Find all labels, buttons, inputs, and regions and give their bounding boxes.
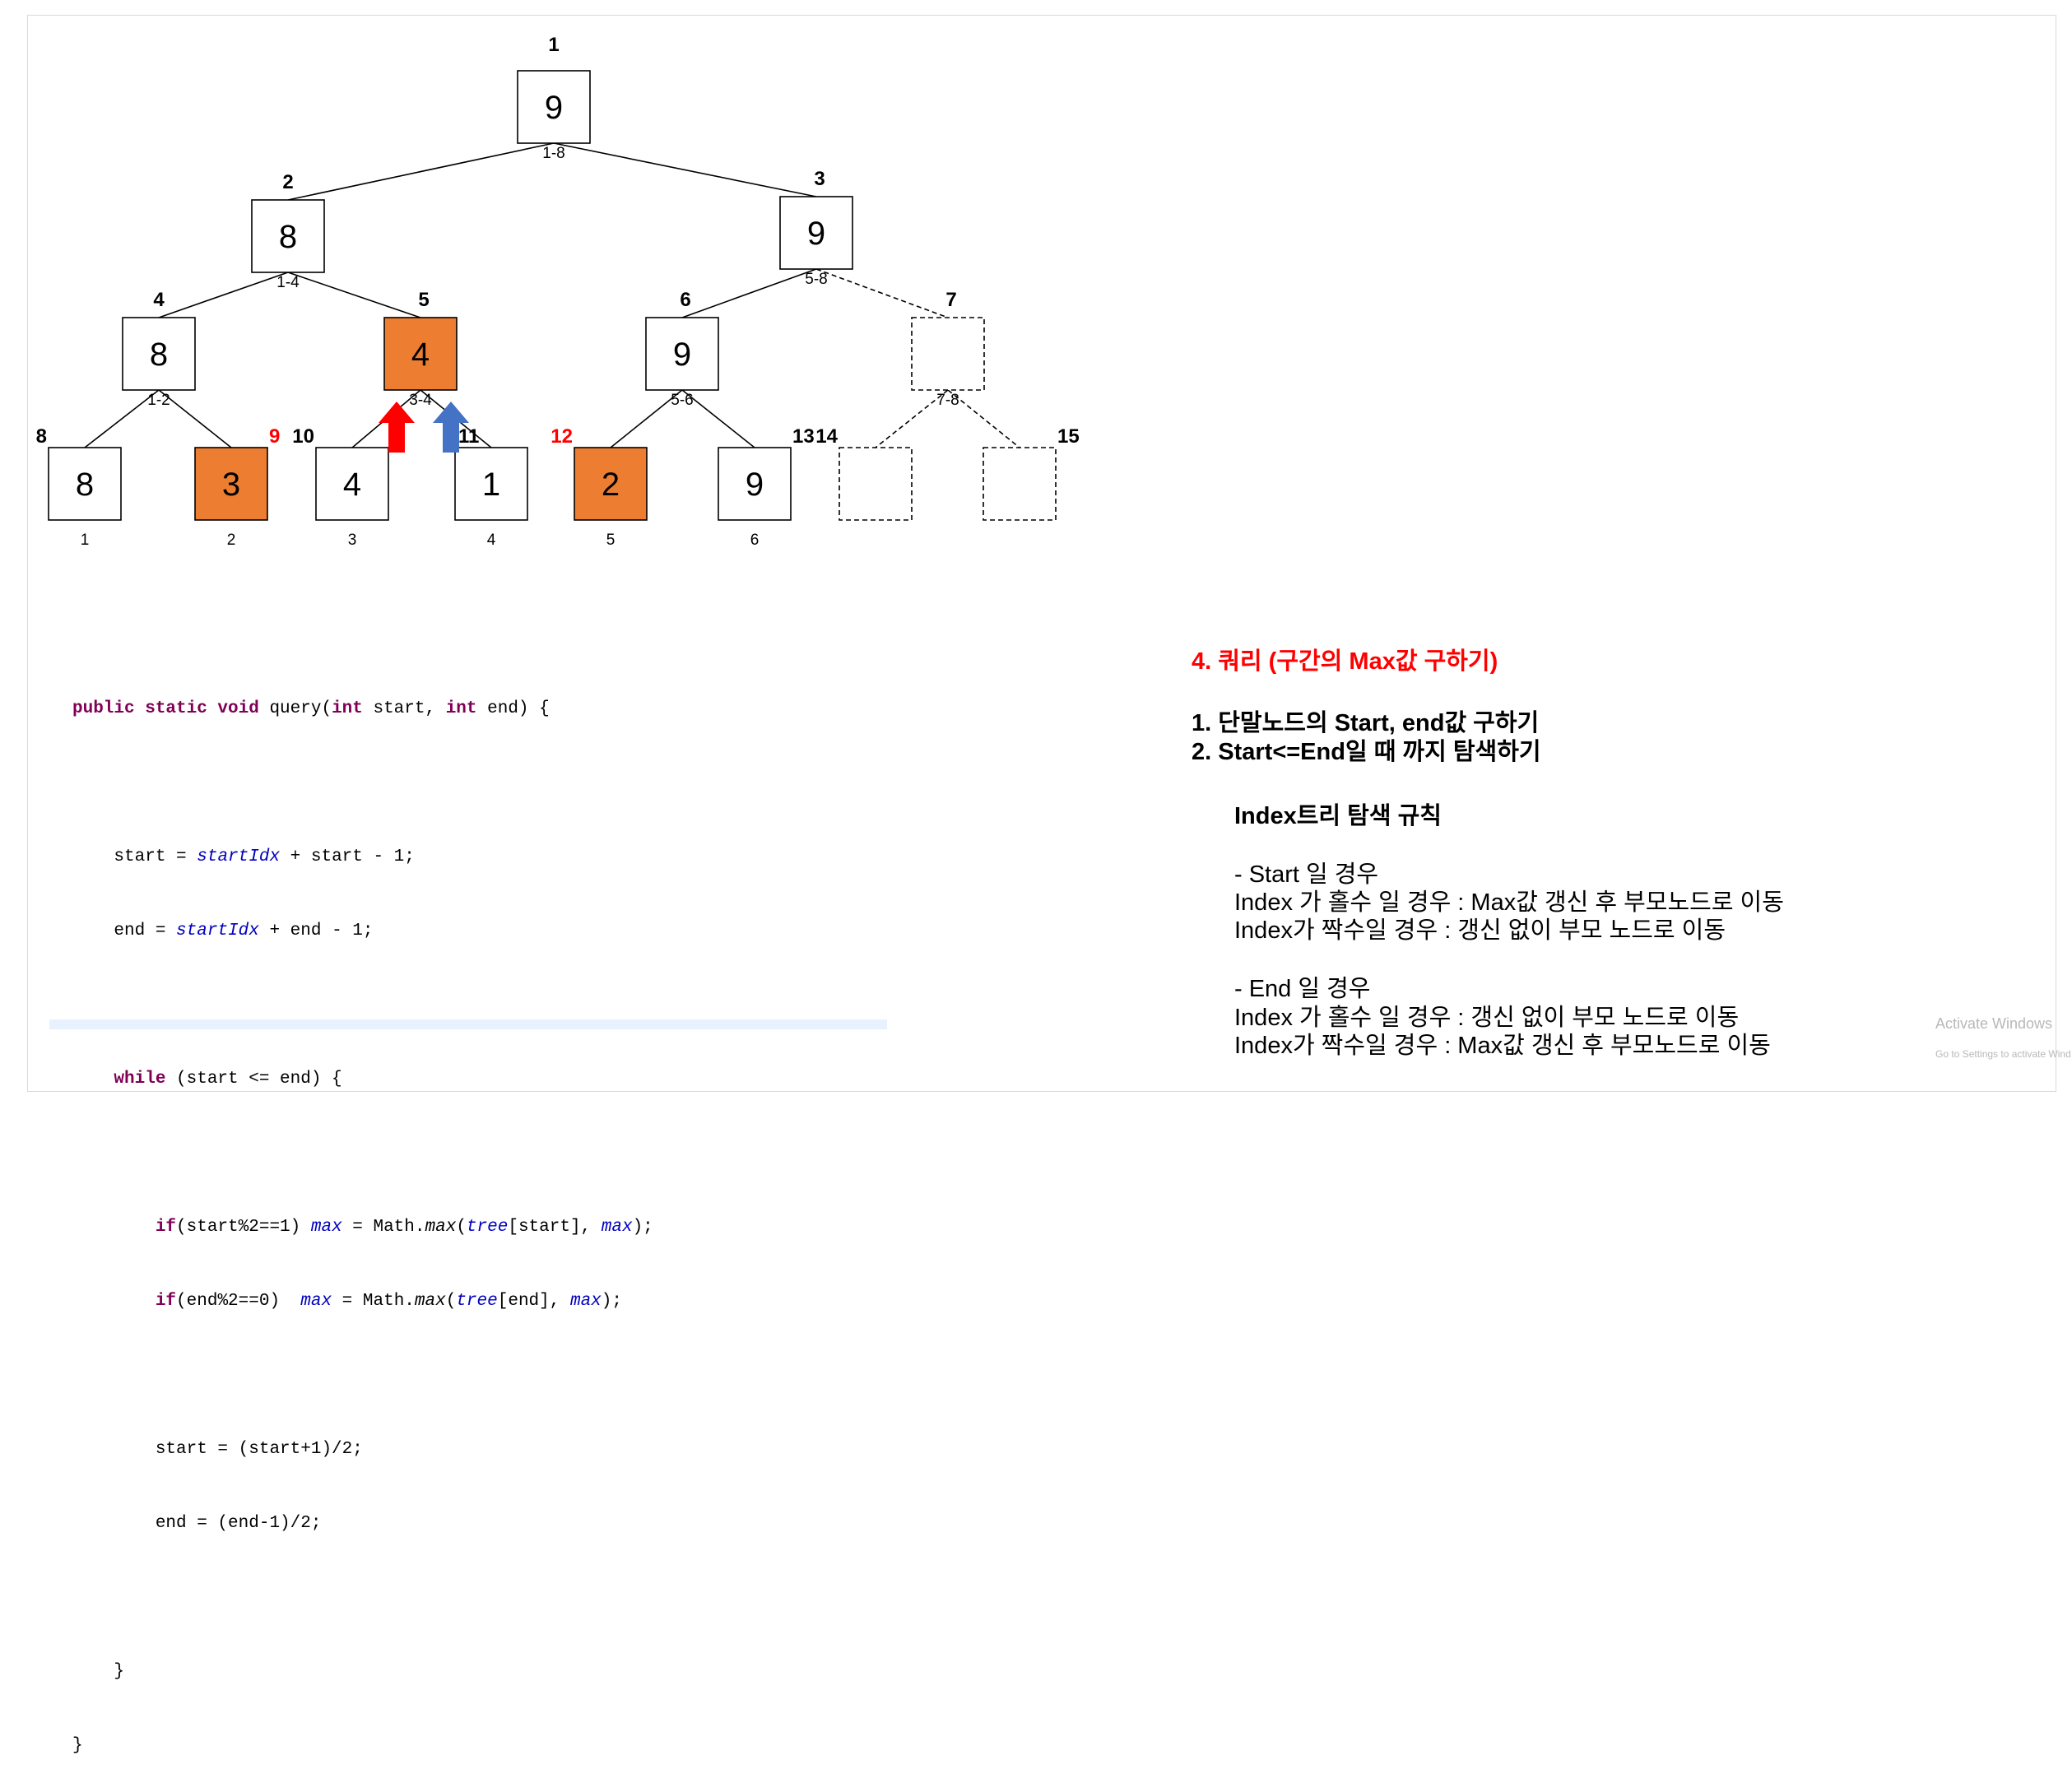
tree-edge <box>158 272 289 318</box>
code-line-1: public static void query(int start, int … <box>72 699 550 718</box>
rule-title: Index트리 탐색 규칙 <box>1234 803 1442 829</box>
end-odd-rule: Index 가 홀수 일 경우 : 갱신 없이 부모 노드로 이동 <box>1234 1005 1740 1031</box>
tree-edge <box>158 389 232 448</box>
tree-node-index: 13 <box>792 425 815 448</box>
activation-watermark-title: Activate Windows <box>1935 1015 2053 1032</box>
leaf-position-label: 3 <box>348 532 357 549</box>
tree-node-box <box>718 447 792 521</box>
tree-edge <box>84 389 160 448</box>
segment-tree-diagram: 911-8821-4935-8841-2453-4965-677-8881392… <box>36 34 1080 549</box>
tree-edge <box>287 272 421 318</box>
tree-node-index: 10 <box>292 425 314 448</box>
start-odd-rule: Index 가 홀수 일 경우 : Max값 갱신 후 부모노드로 이동 <box>1234 889 1784 916</box>
end-even-rule: Index가 짝수일 경우 : Max값 갱신 후 부모노드로 이동 <box>1234 1033 1771 1059</box>
tree-node-range: 1-4 <box>276 274 300 291</box>
tree-node-range: 5-6 <box>671 392 693 409</box>
tree-node-box <box>983 447 1057 521</box>
tree-edge <box>553 142 817 197</box>
step-1: 1. 단말노드의 Start, end값 구하기 <box>1192 710 1540 736</box>
tree-node-range: 1-2 <box>147 392 170 409</box>
code-line-8: end = (end-1)/2; <box>72 1514 322 1533</box>
tree-node-value: 8 <box>76 467 94 503</box>
tree-node-box <box>574 447 648 521</box>
tree-edge <box>287 142 555 201</box>
start-pointer-arrow-icon <box>379 402 415 453</box>
tree-node-value: 4 <box>411 337 430 373</box>
code-line-4: while (start <= end) { <box>72 1070 342 1089</box>
tree-node-value: 3 <box>222 467 240 503</box>
tree-node-range: 3-4 <box>409 392 432 409</box>
tree-node-index: 8 <box>36 425 47 448</box>
tree-node-box <box>315 447 389 521</box>
end-case-label: - End 일 경우 <box>1234 976 1371 1002</box>
leaf-position-label: 6 <box>750 532 760 549</box>
tree-node-index: 5 <box>418 289 429 311</box>
tree-node-box <box>911 317 985 391</box>
code-line-6: if(end%2==0) max = Math.max(tree[end], m… <box>72 1292 622 1311</box>
tree-node-index: 11 <box>458 425 479 448</box>
tree-node-box <box>779 196 853 270</box>
tree-node-range: 1-8 <box>542 145 564 162</box>
end-pointer-arrow-icon <box>433 402 469 453</box>
code-line-3: end = startIdx + end - 1; <box>72 922 374 940</box>
tree-node-value: 2 <box>602 467 620 503</box>
tree-node-index: 4 <box>153 289 165 311</box>
tree-node-index: 12 <box>551 425 573 448</box>
tree-node-index: 15 <box>1057 425 1080 448</box>
leaf-position-label: 1 <box>81 532 90 549</box>
step-2: 2. Start<=End일 때 까지 탐색하기 <box>1192 739 1541 765</box>
tree-node-box <box>517 70 591 144</box>
tree-node-range: 5-8 <box>805 271 827 288</box>
tree-node-value: 1 <box>482 467 500 503</box>
tree-edge <box>681 268 817 318</box>
tree-node-range: 7-8 <box>936 392 959 409</box>
tree-node-index: 3 <box>814 168 825 190</box>
tree-node-box <box>645 317 719 391</box>
code-line-10: } <box>72 1736 83 1755</box>
tree-node-box <box>383 317 458 391</box>
tree-node-box <box>839 447 913 521</box>
section-heading: 4. 쿼리 (구간의 Max값 구하기) <box>1192 648 1498 675</box>
tree-node-value: 8 <box>279 219 297 255</box>
start-case-label: - Start 일 경우 <box>1234 861 1379 888</box>
tree-node-value: 9 <box>746 467 764 503</box>
leaf-position-label: 5 <box>606 532 616 549</box>
leaf-position-label: 4 <box>487 532 496 549</box>
code-line-7: start = (start+1)/2; <box>72 1440 363 1459</box>
tree-node-value: 4 <box>343 467 361 503</box>
tree-edge <box>947 389 1020 448</box>
tree-node-value: 9 <box>545 90 563 126</box>
code-block: public static void query(int start, int … <box>72 648 887 1783</box>
activation-watermark-subtitle: Go to Settings to activate Windows. <box>1935 1048 2071 1060</box>
tree-node-box <box>48 447 122 521</box>
tree-node-index: 6 <box>680 289 690 311</box>
code-current-line-highlight <box>49 1019 887 1029</box>
tree-node-index: 7 <box>945 289 956 311</box>
tree-edge <box>610 389 683 448</box>
tree-node-box <box>122 317 196 391</box>
tree-edge <box>681 389 755 448</box>
code-line-9: } <box>72 1662 125 1681</box>
tree-node-value: 9 <box>673 337 691 373</box>
tree-node-index: 9 <box>269 425 280 448</box>
tree-edge <box>875 389 949 448</box>
code-line-5: if(start%2==1) max = Math.max(tree[start… <box>72 1218 653 1237</box>
tree-node-index: 14 <box>815 425 838 448</box>
tree-node-box <box>454 447 528 521</box>
code-line-2: start = startIdx + start - 1; <box>72 847 415 866</box>
slide-frame <box>27 15 2056 1092</box>
tree-node-index: 2 <box>282 171 293 193</box>
tree-node-index: 1 <box>548 34 559 56</box>
start-even-rule: Index가 짝수일 경우 : 갱신 없이 부모 노드로 이동 <box>1234 917 1726 944</box>
leaf-position-label: 2 <box>227 532 236 549</box>
tree-node-value: 9 <box>807 216 825 252</box>
tree-node-box <box>194 447 268 521</box>
tree-node-value: 8 <box>150 337 168 373</box>
tree-edge <box>815 268 949 318</box>
tree-node-box <box>251 199 325 273</box>
